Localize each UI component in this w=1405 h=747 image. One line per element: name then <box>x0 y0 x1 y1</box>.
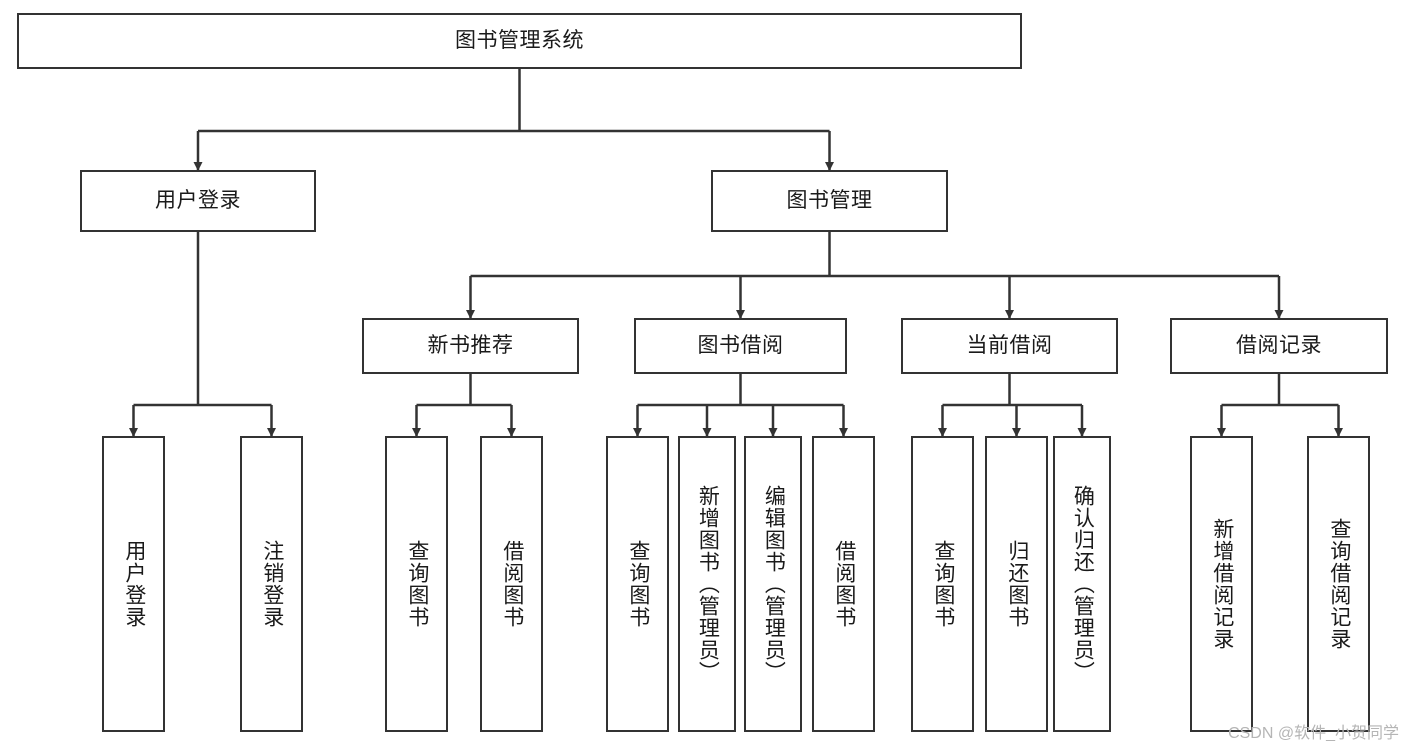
node-label-leaf-borrow-book: 借阅图书 <box>832 540 856 628</box>
node-label-leaf-add-borrow-record: 新增借阅记录 <box>1210 518 1234 650</box>
node-book-management[interactable]: 图书管理 <box>711 170 948 232</box>
node-label-leaf-query-book-rec: 查询图书 <box>405 540 429 628</box>
node-label-root: 图书管理系统 <box>455 29 584 53</box>
node-label-leaf-confirm-return-admin: 确认归还（管理员） <box>1071 485 1095 683</box>
node-leaf-add-borrow-record[interactable]: 新增借阅记录 <box>1190 436 1253 732</box>
node-leaf-confirm-return-admin[interactable]: 确认归还（管理员） <box>1053 436 1111 732</box>
node-label-new-book-recommend: 新书推荐 <box>427 334 514 358</box>
node-book-borrow[interactable]: 图书借阅 <box>634 318 847 374</box>
node-label-leaf-borrow-book-rec: 借阅图书 <box>500 540 524 628</box>
node-leaf-add-book-admin[interactable]: 新增图书（管理员） <box>678 436 736 732</box>
node-user-login[interactable]: 用户登录 <box>80 170 316 232</box>
connector-paths <box>129 69 1343 437</box>
node-new-book-recommend[interactable]: 新书推荐 <box>362 318 579 374</box>
node-label-leaf-edit-book-admin: 编辑图书（管理员） <box>762 485 786 683</box>
node-leaf-return-book[interactable]: 归还图书 <box>985 436 1048 732</box>
node-borrow-record[interactable]: 借阅记录 <box>1170 318 1388 374</box>
node-label-leaf-user-logout: 注销登录 <box>260 540 284 628</box>
node-leaf-query-book-rec[interactable]: 查询图书 <box>385 436 448 732</box>
node-label-borrow-record: 借阅记录 <box>1236 334 1322 358</box>
node-leaf-user-logout[interactable]: 注销登录 <box>240 436 303 732</box>
node-label-current-borrow: 当前借阅 <box>966 334 1053 358</box>
node-root[interactable]: 图书管理系统 <box>17 13 1022 69</box>
node-label-leaf-return-book: 归还图书 <box>1005 540 1029 628</box>
node-label-leaf-add-book-admin: 新增图书（管理员） <box>696 485 720 683</box>
node-leaf-borrow-book[interactable]: 借阅图书 <box>812 436 875 732</box>
node-label-leaf-query-book-current: 查询图书 <box>931 540 955 628</box>
node-leaf-edit-book-admin[interactable]: 编辑图书（管理员） <box>744 436 802 732</box>
node-label-book-management: 图书管理 <box>786 189 873 213</box>
node-current-borrow[interactable]: 当前借阅 <box>901 318 1118 374</box>
node-label-leaf-query-book-borrow: 查询图书 <box>626 540 650 628</box>
node-label-leaf-query-borrow-record: 查询借阅记录 <box>1327 518 1351 650</box>
node-leaf-borrow-book-rec[interactable]: 借阅图书 <box>480 436 543 732</box>
node-leaf-query-borrow-record[interactable]: 查询借阅记录 <box>1307 436 1370 732</box>
node-label-user-login: 用户登录 <box>155 189 241 213</box>
node-label-leaf-user-login: 用户登录 <box>122 540 146 628</box>
node-leaf-query-book-current[interactable]: 查询图书 <box>911 436 974 732</box>
node-leaf-user-login[interactable]: 用户登录 <box>102 436 165 732</box>
node-leaf-query-book-borrow[interactable]: 查询图书 <box>606 436 669 732</box>
node-label-book-borrow: 图书借阅 <box>697 334 784 358</box>
